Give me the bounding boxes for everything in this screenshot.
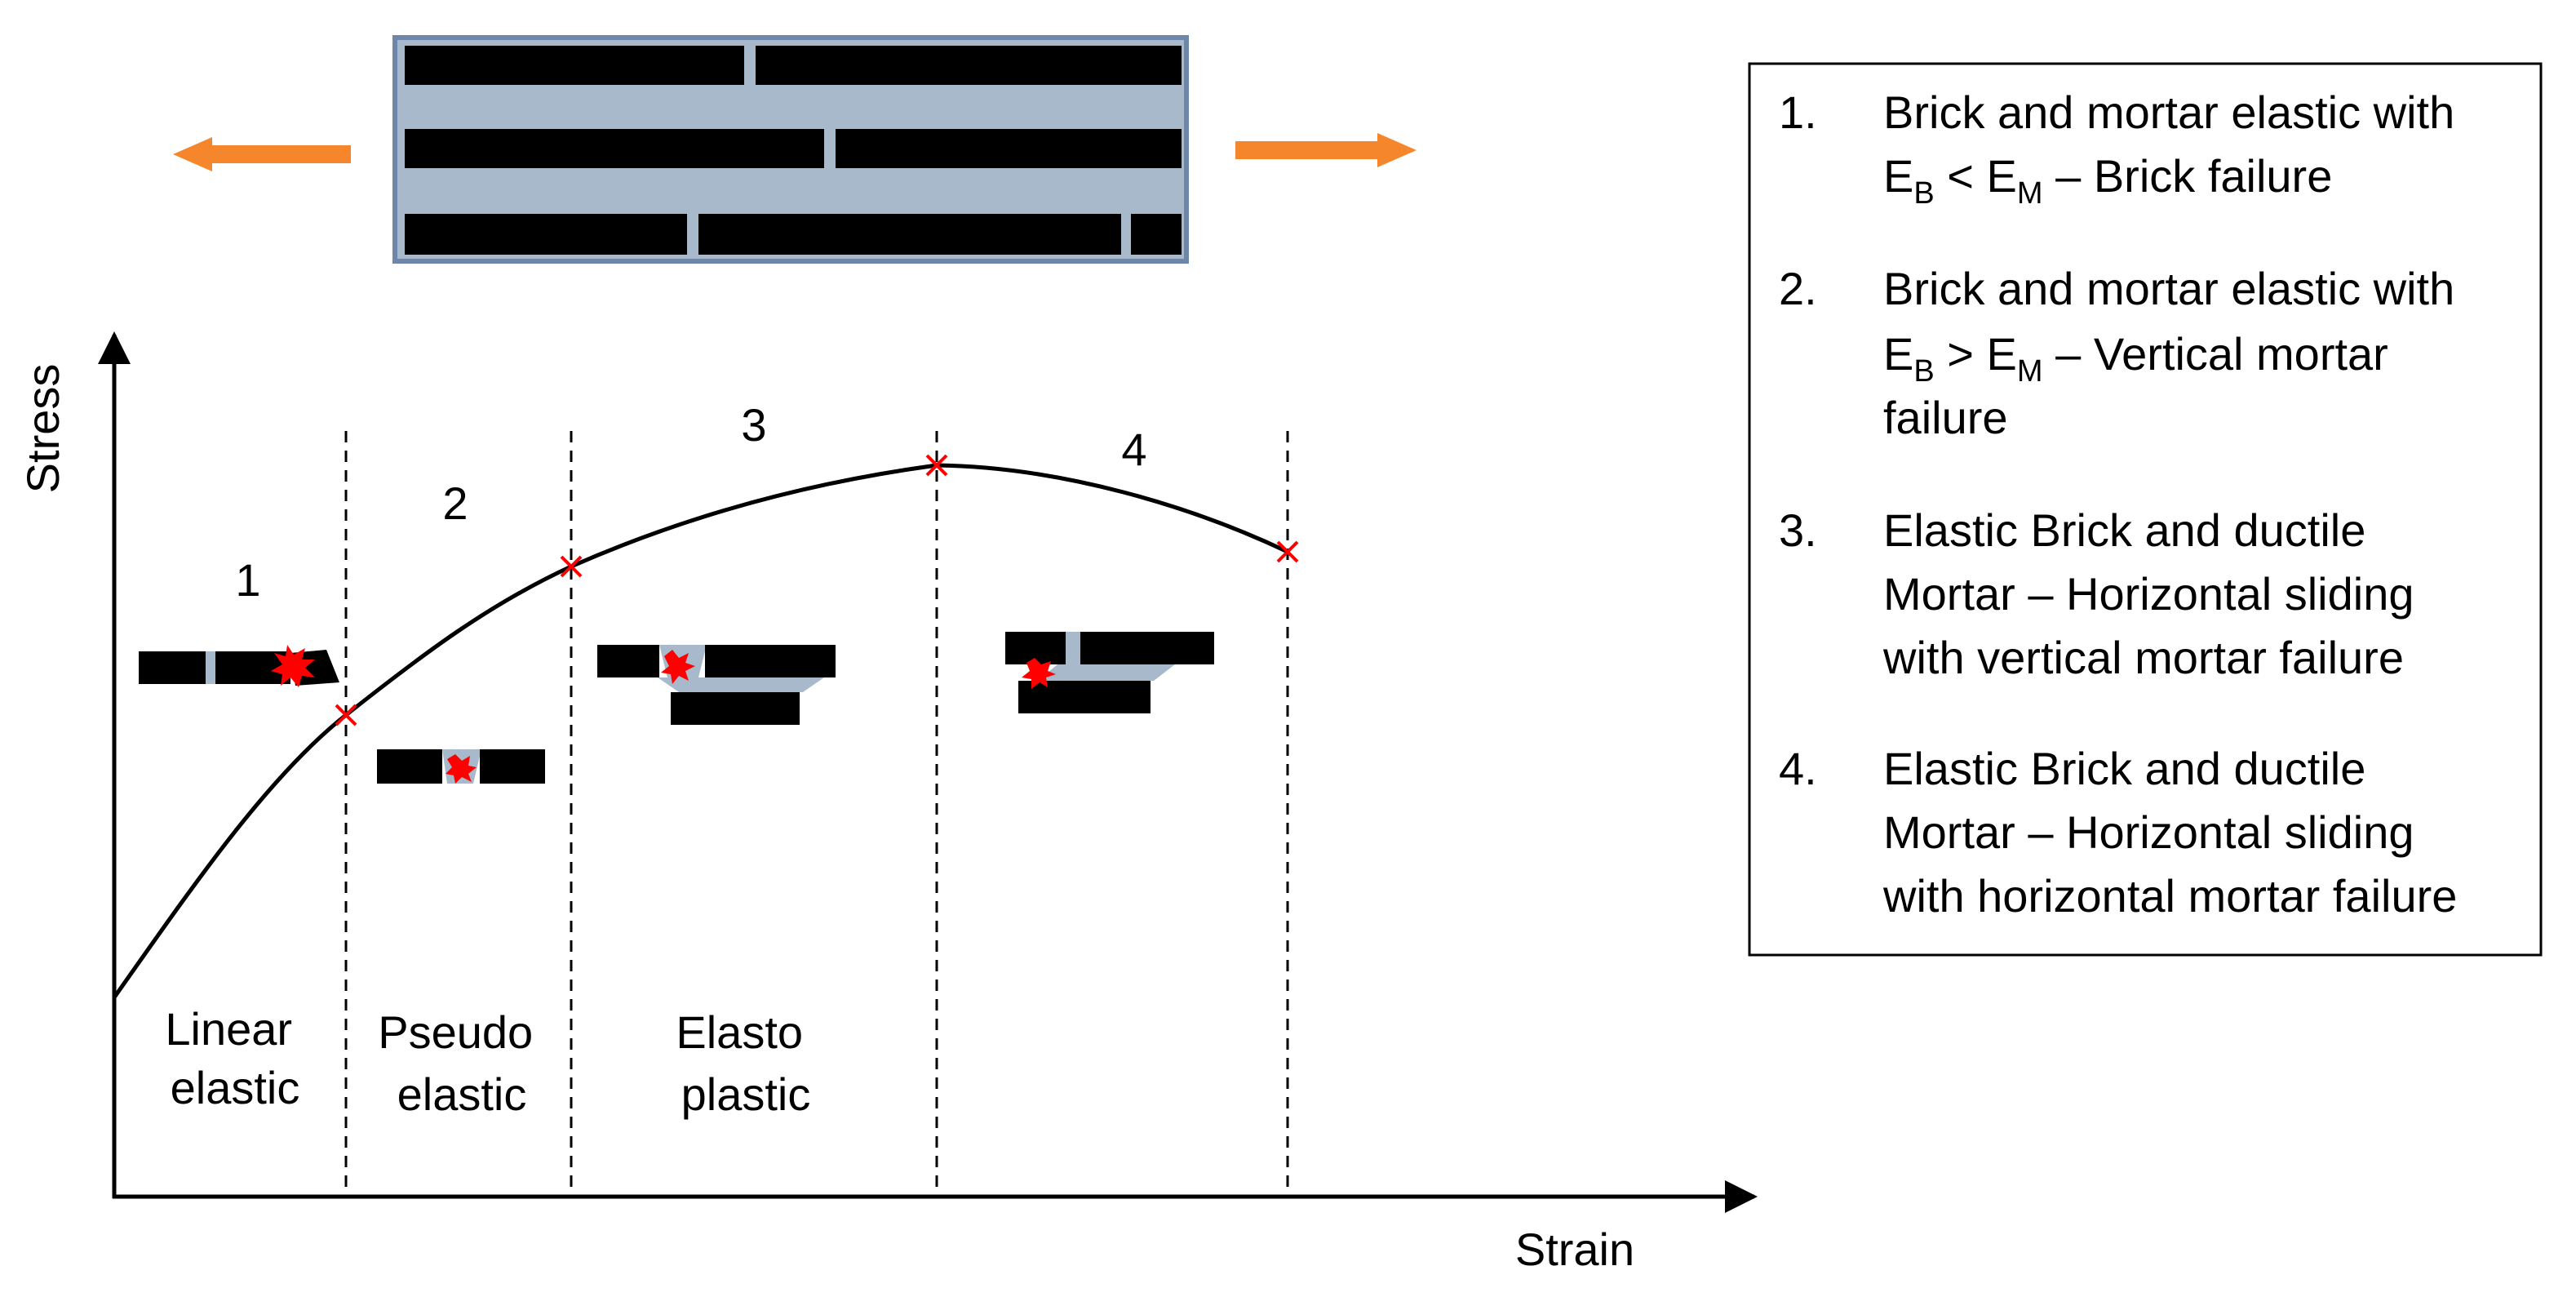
legend-line: EB < EM – Brick failure bbox=[1883, 150, 2332, 211]
legend-line: EB > EM – Vertical mortar bbox=[1883, 328, 2388, 389]
y-axis-label: Stress bbox=[17, 364, 69, 494]
brick bbox=[1131, 214, 1182, 255]
mortar-joint bbox=[1038, 664, 1175, 681]
brick bbox=[597, 645, 659, 677]
brick bbox=[139, 651, 206, 684]
legend-line: with horizontal mortar failure bbox=[1882, 870, 2457, 922]
legend-line: with vertical mortar failure bbox=[1882, 632, 2404, 683]
brick bbox=[671, 692, 800, 725]
region-number-2: 2 bbox=[442, 478, 468, 529]
legend-item-4: 4. Elastic Brick and ductile Mortar – Ho… bbox=[1779, 743, 2457, 922]
legend-item-2: 2. Brick and mortar elastic with EB > EM… bbox=[1779, 263, 2454, 443]
mortar-joint bbox=[658, 677, 824, 692]
brick bbox=[698, 214, 1121, 255]
failure-illustration-2 bbox=[377, 749, 545, 784]
brick bbox=[1080, 632, 1214, 664]
legend-number: 4. bbox=[1779, 743, 1817, 794]
crack-burst bbox=[661, 650, 695, 684]
failure-illustration-3 bbox=[597, 645, 836, 725]
legend-line: Mortar – Horizontal sliding bbox=[1883, 806, 2414, 858]
legend-number: 1. bbox=[1779, 87, 1817, 138]
tension-arrow-right bbox=[1235, 133, 1417, 167]
legend-border bbox=[1748, 62, 2543, 957]
crack-burst bbox=[271, 645, 315, 687]
legend-item-3: 3. Elastic Brick and ductile Mortar – Ho… bbox=[1779, 504, 2414, 683]
x-axis-label: Strain bbox=[1515, 1224, 1634, 1275]
brick bbox=[405, 214, 687, 255]
legend-number: 3. bbox=[1779, 504, 1817, 556]
failure-illustration-4 bbox=[1005, 632, 1214, 713]
failure-marker bbox=[335, 704, 357, 726]
legend-item-1: 1. Brick and mortar elastic with EB < EM… bbox=[1779, 87, 2454, 211]
legend-line: Elastic Brick and ductile bbox=[1883, 504, 2365, 556]
brick bbox=[405, 46, 744, 85]
legend-line: Brick and mortar elastic with bbox=[1883, 87, 2454, 138]
crack-burst bbox=[1022, 658, 1056, 689]
tension-arrow-left bbox=[173, 137, 351, 171]
legend-line: Mortar – Horizontal sliding bbox=[1883, 568, 2414, 620]
brick bbox=[377, 749, 442, 784]
legend-line: Elastic Brick and ductile bbox=[1883, 743, 2365, 794]
region-number-3: 3 bbox=[741, 399, 766, 451]
legend-line: failure bbox=[1883, 392, 2008, 443]
brick bbox=[1018, 681, 1151, 713]
legend-box: 1. Brick and mortar elastic with EB < EM… bbox=[1748, 62, 2543, 957]
region-label-1: Linear elastic bbox=[165, 1003, 304, 1113]
brick bbox=[836, 129, 1182, 168]
mortar-joint bbox=[206, 651, 215, 684]
masonry-specimen bbox=[392, 35, 1189, 264]
region-label-2: Pseudo elastic bbox=[378, 1006, 546, 1120]
failure-marker bbox=[925, 454, 948, 477]
brick bbox=[705, 645, 836, 677]
failure-marker bbox=[1276, 540, 1299, 563]
crack-burst bbox=[446, 754, 477, 784]
brick bbox=[405, 129, 824, 168]
stress-strain-curve bbox=[112, 463, 1289, 999]
brick bbox=[480, 749, 545, 784]
mortar-joint bbox=[1066, 632, 1080, 664]
failure-markers bbox=[335, 454, 1299, 726]
failure-illustration-1 bbox=[139, 645, 339, 687]
region-number-1: 1 bbox=[235, 554, 260, 606]
legend-line: Brick and mortar elastic with bbox=[1883, 263, 2454, 314]
region-number-4: 4 bbox=[1121, 424, 1146, 475]
brick bbox=[756, 46, 1182, 85]
brick bbox=[290, 650, 339, 686]
region-label-3: Elasto plastic bbox=[676, 1006, 815, 1120]
failure-marker bbox=[560, 555, 583, 578]
legend-number: 2. bbox=[1779, 263, 1817, 314]
